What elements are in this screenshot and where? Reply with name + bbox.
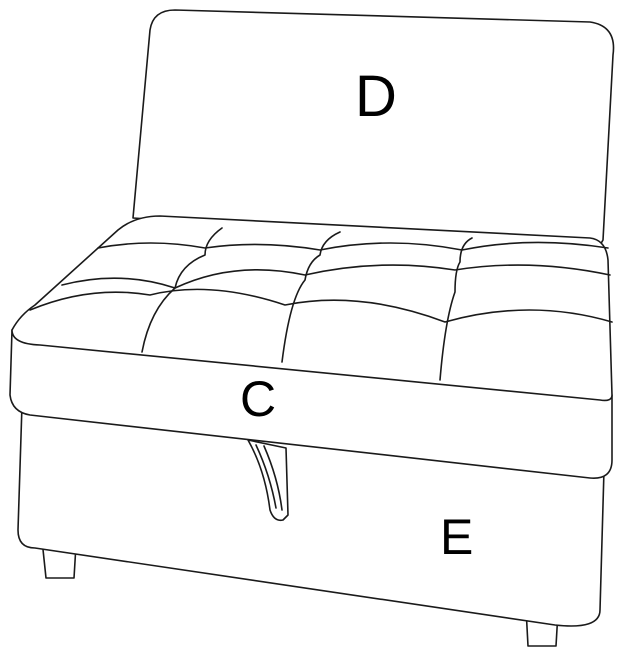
backrest-label: D [355, 68, 397, 126]
backrest-panel [133, 10, 614, 248]
seat-cushion-label: C [240, 374, 276, 424]
storage-base-label: E [440, 512, 473, 562]
